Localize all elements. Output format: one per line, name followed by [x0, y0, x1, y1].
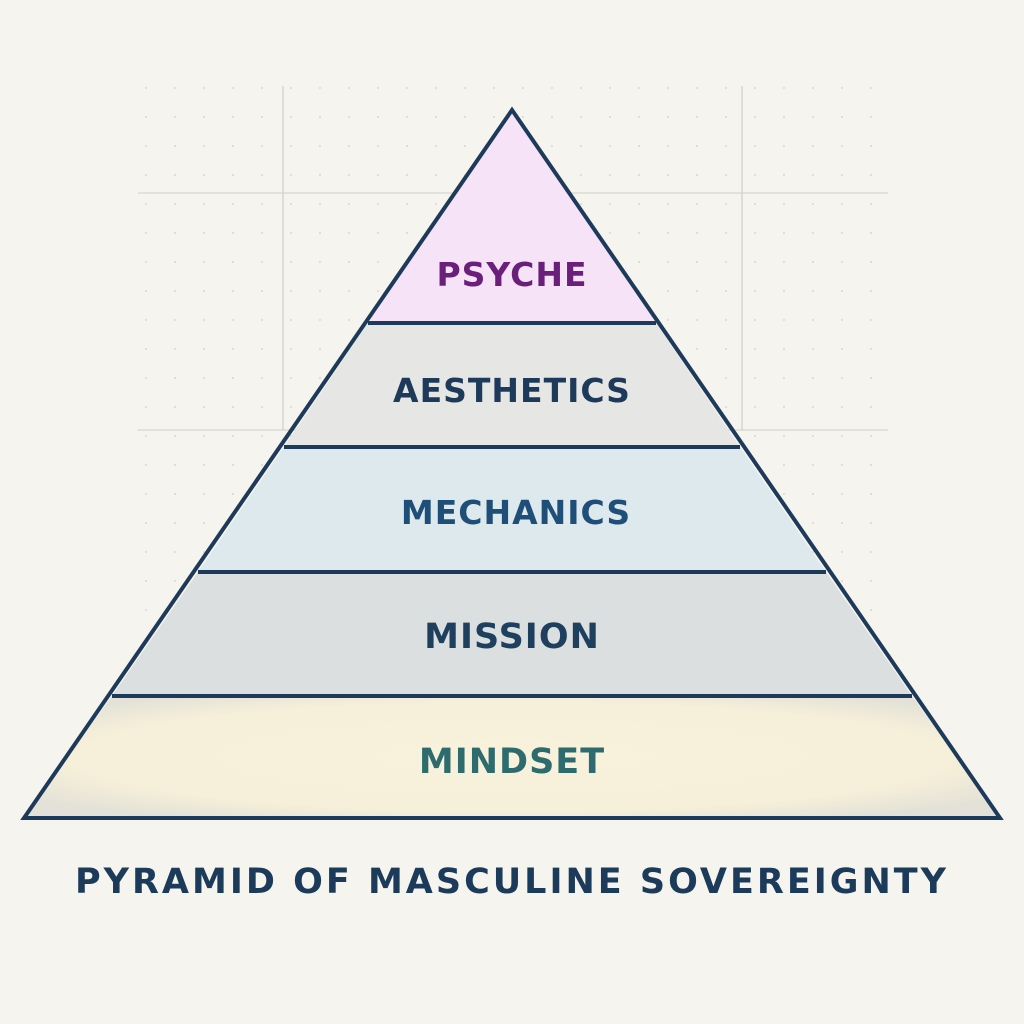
- label-mission: MISSION: [424, 617, 600, 657]
- pyramid-outline: [20, 106, 1004, 820]
- layer-mission: [112, 572, 912, 696]
- pyramid: [20, 106, 1004, 820]
- layer-mechanics: [198, 447, 826, 572]
- label-mindset: MINDSET: [419, 742, 605, 782]
- diagram-title: PYRAMID OF MASCULINE SOVEREIGNTY: [74, 862, 950, 902]
- layer-psyche: [368, 110, 656, 323]
- layer-aesthetics: [284, 323, 740, 447]
- label-aesthetics: AESTHETICS: [393, 371, 631, 410]
- layer-mindset: [24, 696, 1000, 818]
- label-mechanics: MECHANICS: [401, 493, 631, 532]
- layer-labels: PSYCHE AESTHETICS MECHANICS MISSION MIND…: [393, 255, 631, 782]
- label-psyche: PSYCHE: [436, 255, 587, 294]
